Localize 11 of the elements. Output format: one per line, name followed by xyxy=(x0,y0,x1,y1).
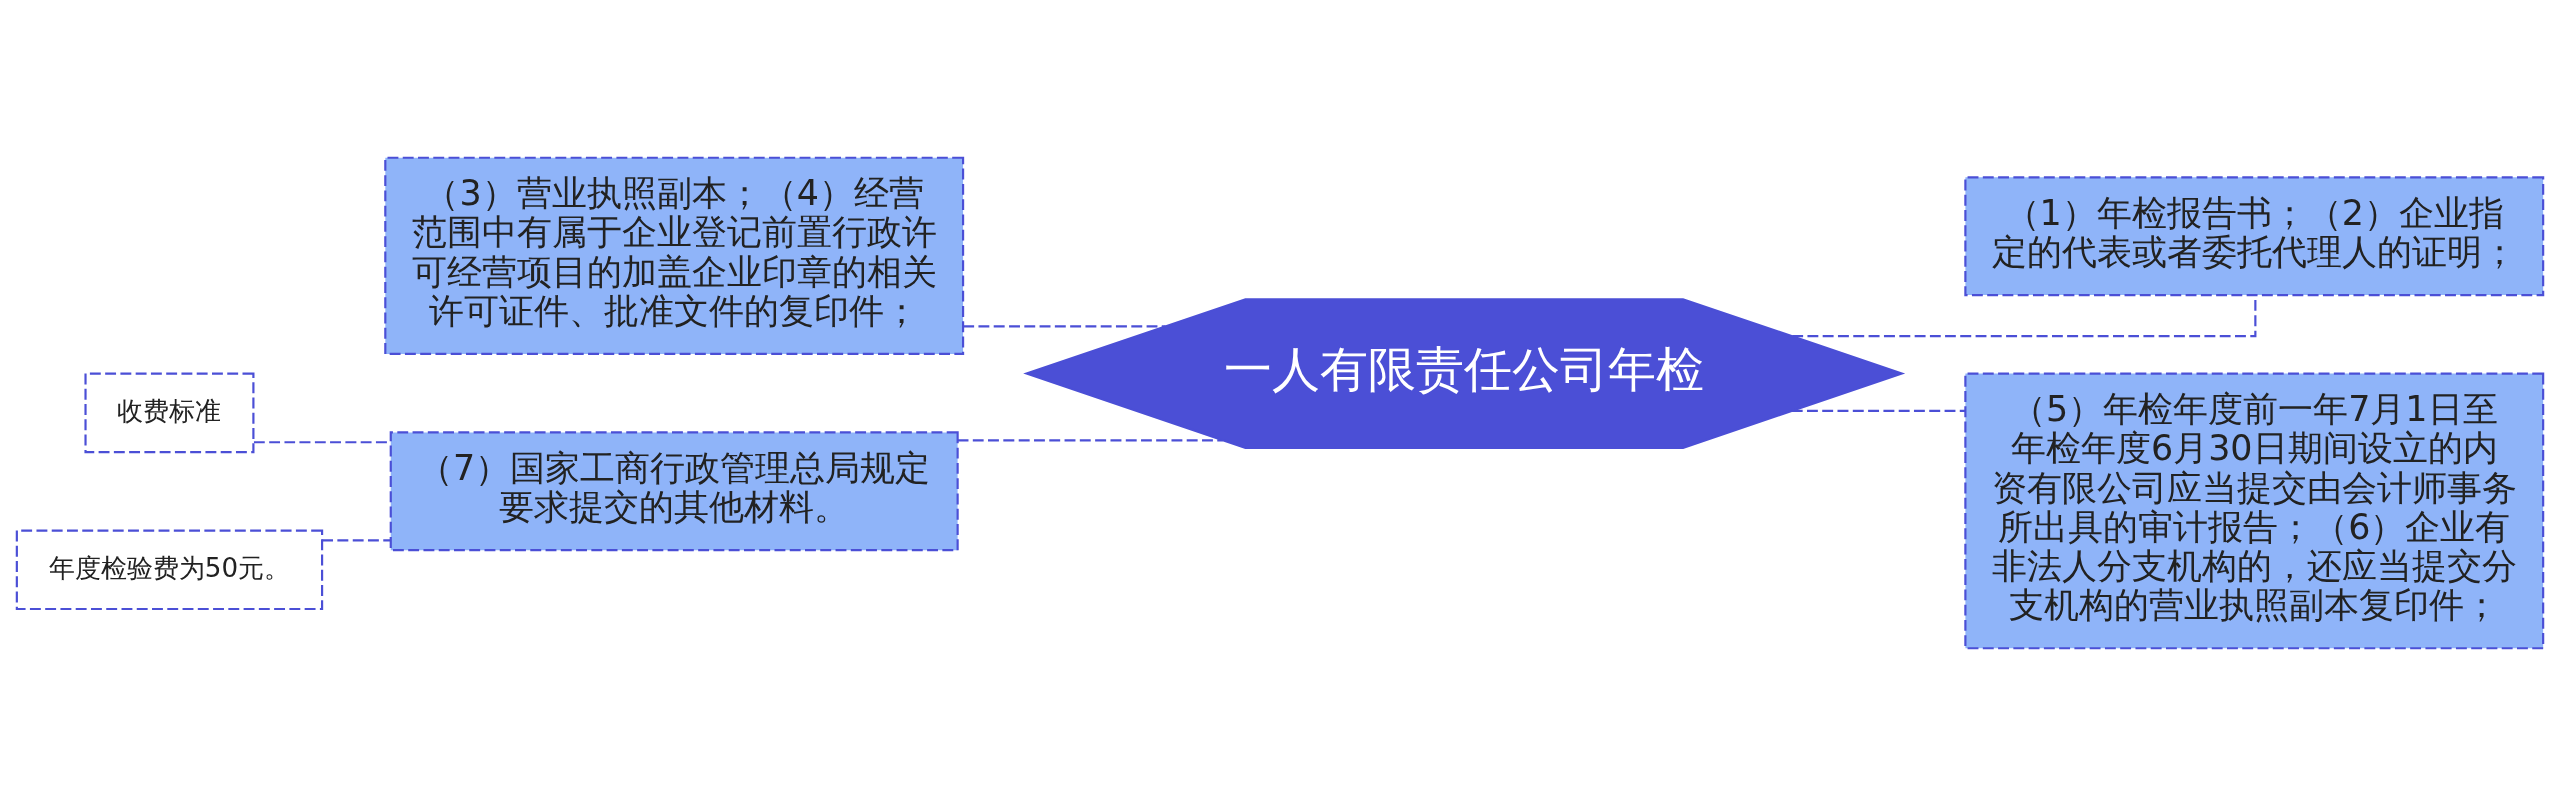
connector xyxy=(322,539,391,542)
connector xyxy=(1791,409,1966,413)
node-box: 收费标准 xyxy=(84,372,255,454)
node-box: （1）年检报告书；（2）企业指定的代表或者委托代理人的证明； xyxy=(1964,176,2545,297)
node-box: （5）年检年度前一年7月1日至年检年度6月30日期间设立的内资有限公司应当提交由会计师事务所出具的审计报告；（6）企业有非法人分支机构的，还应当提交分支机构的营业执照副本复印件； xyxy=(1964,372,2545,650)
node-box: （3）营业执照副本；（4）经营范围中有属于企业登记前置行政许可经营项目的加盖企业印章的相关许可证件、批准文件的复印件； xyxy=(384,156,965,356)
connector xyxy=(957,439,1223,442)
connector xyxy=(963,325,1166,328)
node-box: （7）国家工商行政管理总局规定要求提交的其他材料。 xyxy=(389,431,959,552)
node-box: 年度检验费为50元。 xyxy=(15,529,324,611)
connector xyxy=(253,441,390,444)
